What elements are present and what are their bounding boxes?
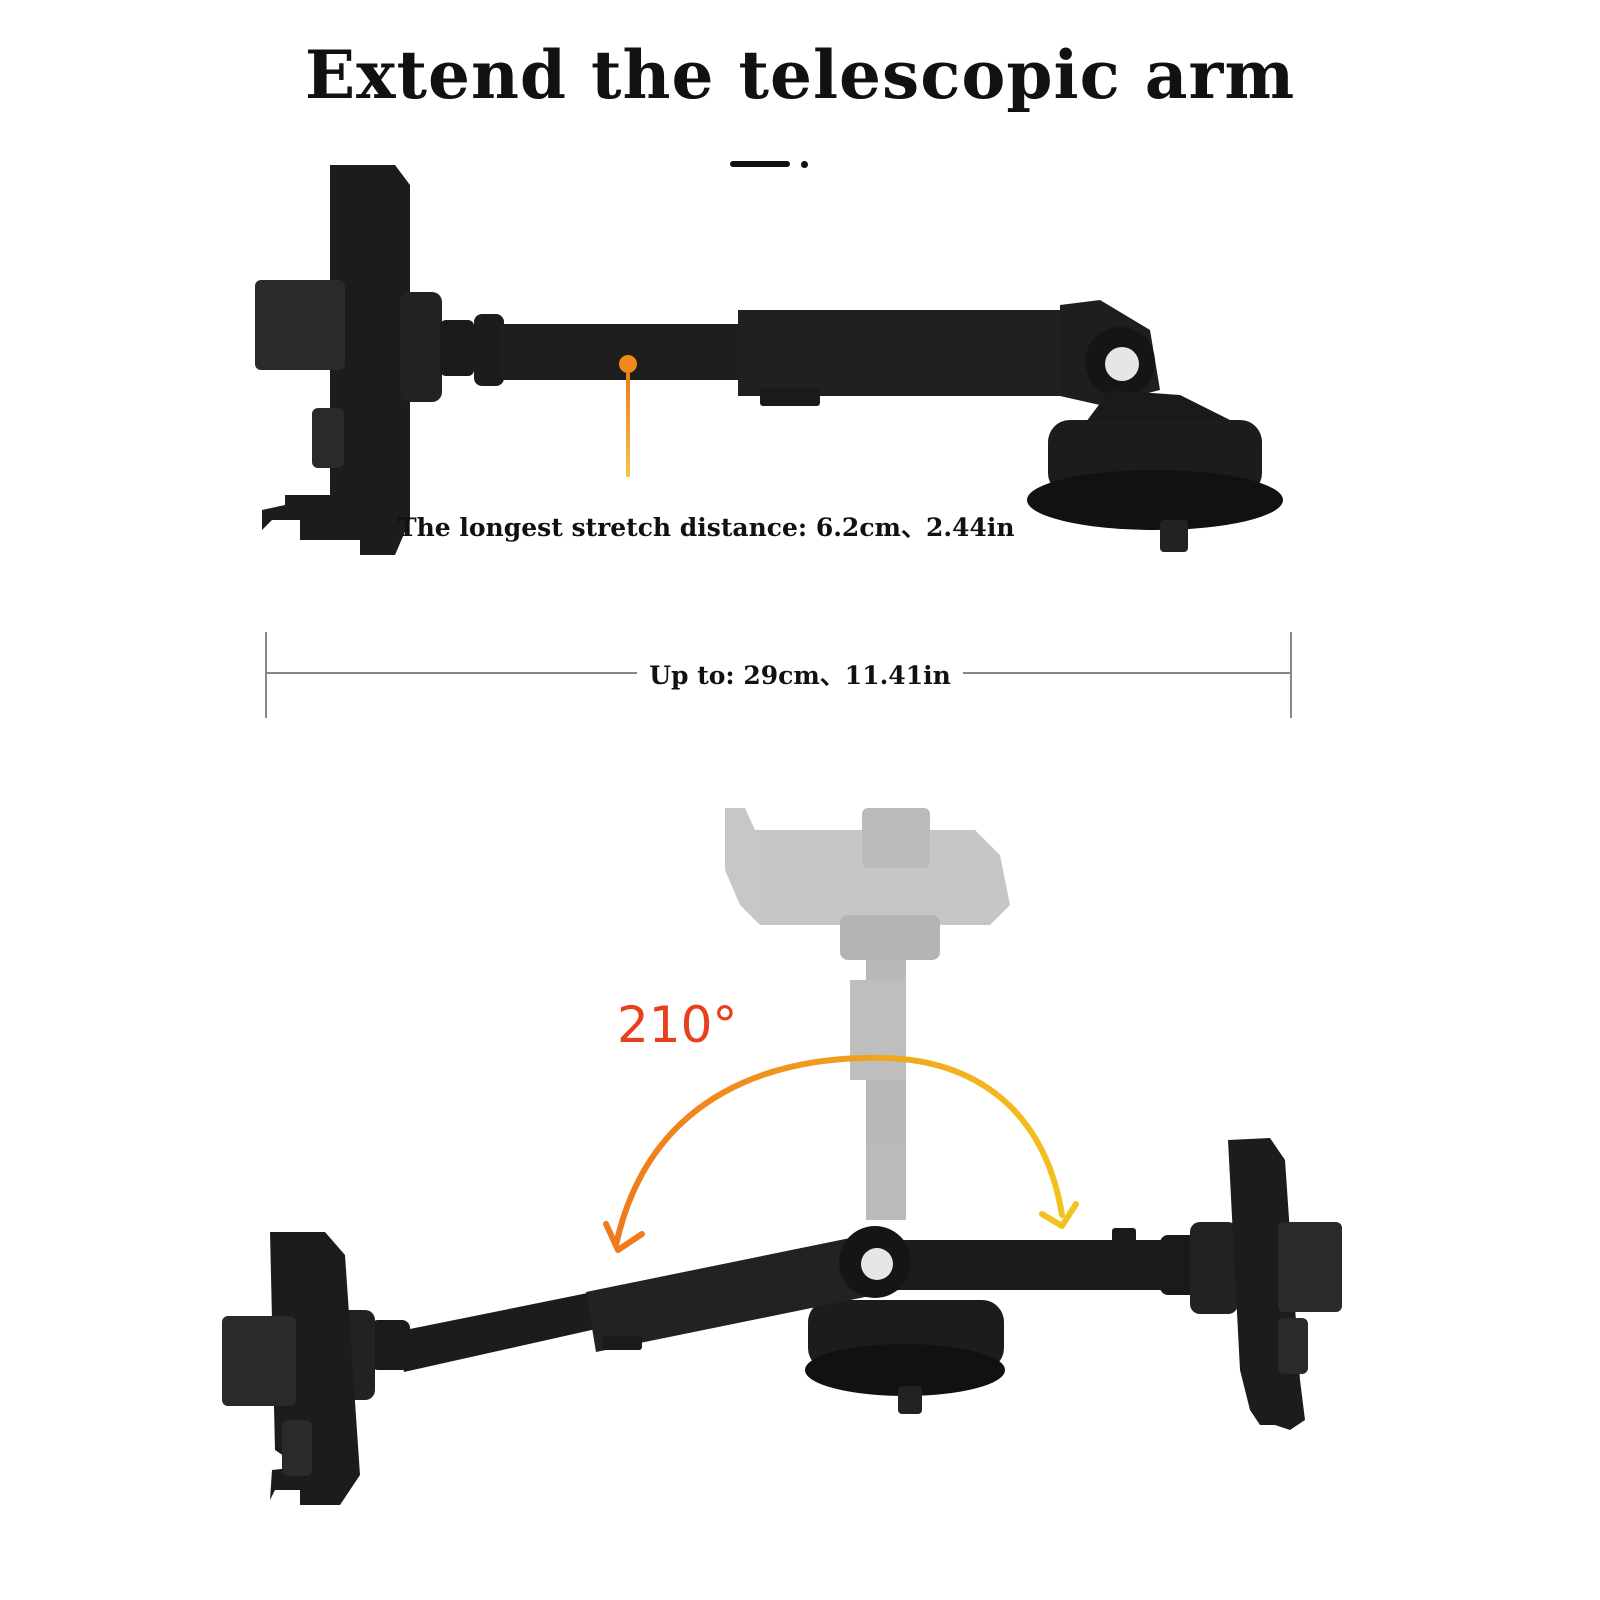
swivel-mount-bottom bbox=[222, 1138, 1342, 1505]
max-length-label: Up to: 29cm、11.41in bbox=[0, 656, 1600, 692]
rotation-arc bbox=[603, 1054, 1079, 1253]
extended-mount-top bbox=[255, 165, 1283, 555]
page-title: Extend the telescopic arm bbox=[304, 36, 1296, 114]
max-length-text: Up to: 29cm、11.41in bbox=[637, 661, 963, 690]
stretch-distance-label: The longest stretch distance: 6.2cm、2.44… bbox=[398, 513, 1015, 542]
title-divider-dot bbox=[801, 161, 808, 168]
faded-upright-mount bbox=[725, 808, 1010, 1220]
rotation-angle-label: 210° bbox=[617, 996, 738, 1054]
title-divider-dash bbox=[730, 161, 790, 167]
